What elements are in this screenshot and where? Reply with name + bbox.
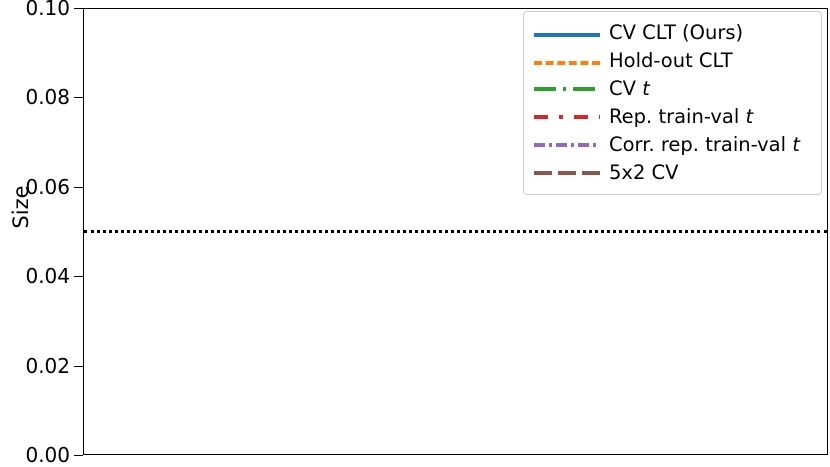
y-axis-label: Size (9, 185, 33, 229)
legend-label-text: Hold-out CLT (609, 49, 733, 73)
legend-item-corr-rep-train-val-t[interactable]: Corr. rep. train-val t (534, 131, 812, 159)
ytick-label-0-08: 0.08 (25, 85, 70, 110)
legend-line-sample-dashdot-green (534, 81, 600, 97)
ytick-label-0-02: 0.02 (25, 353, 70, 378)
ytick-label-0-10: 0.10 (25, 0, 70, 20)
ytick-label-0-04: 0.04 (25, 264, 70, 289)
legend-line-sample-dashdot-red (534, 109, 600, 125)
legend-item-rep-train-val-t[interactable]: Rep. train-val t (534, 103, 812, 131)
ytick-mark-3 (74, 276, 83, 278)
legend-item-cv-clt-ours[interactable]: CV CLT (Ours) (534, 19, 812, 47)
legend-item-hold-out-clt[interactable]: Hold-out CLT (534, 47, 812, 75)
dashdot-green-glyph (534, 87, 600, 91)
legend-line-sample-solid-blue (534, 25, 600, 41)
legend-line-sample-dashed-brown (534, 165, 600, 181)
ytick-label-0-00: 0.00 (25, 443, 70, 467)
legend-label-hold-out-clt: Hold-out CLT (609, 51, 733, 71)
legend-label-corr-rep-train-val-t: Corr. rep. train-val t (609, 135, 800, 155)
legend-item-5x2-cv[interactable]: 5x2 CV (534, 159, 812, 187)
legend-label-rep-train-val-t: Rep. train-val t (609, 107, 753, 127)
legend-label-text: CV (609, 77, 643, 101)
ytick-mark-2 (74, 186, 83, 188)
dashdot-red-glyph (534, 115, 600, 119)
legend-label-text: CV CLT (Ours) (609, 21, 744, 45)
legend-label-cv-clt-ours: CV CLT (Ours) (609, 23, 743, 43)
dashdotdot-purple-glyph (534, 143, 600, 147)
legend-label-italic: t (792, 133, 800, 157)
ytick-mark-5 (74, 455, 83, 456)
legend-label-text: 5x2 CV (609, 161, 679, 185)
legend-label-text: Rep. train-val (609, 105, 746, 129)
legend-label-cv-t: CV t (609, 79, 650, 99)
legend-label-italic: t (745, 105, 754, 129)
dashed-brown-glyph (534, 171, 600, 175)
ytick-label-0-06: 0.06 (25, 174, 70, 199)
legend-item-cv-t[interactable]: CV t (534, 75, 812, 103)
legend-line-sample-dashed-orange (534, 53, 600, 69)
legend-line-sample-dashdotdot-purple (534, 137, 600, 153)
ytick-mark-1 (74, 97, 83, 99)
ytick-mark-4 (74, 365, 83, 367)
nominal-level-reference-line (84, 230, 827, 233)
legend-label-5x2-cv: 5x2 CV (609, 163, 679, 183)
legend-label-italic: t (642, 77, 650, 101)
legend-box[interactable]: CV CLT (Ours) Hold-out CLT CV t (523, 11, 822, 195)
legend-label-text: Corr. rep. train-val (609, 133, 793, 157)
ytick-mark-0 (74, 8, 83, 9)
